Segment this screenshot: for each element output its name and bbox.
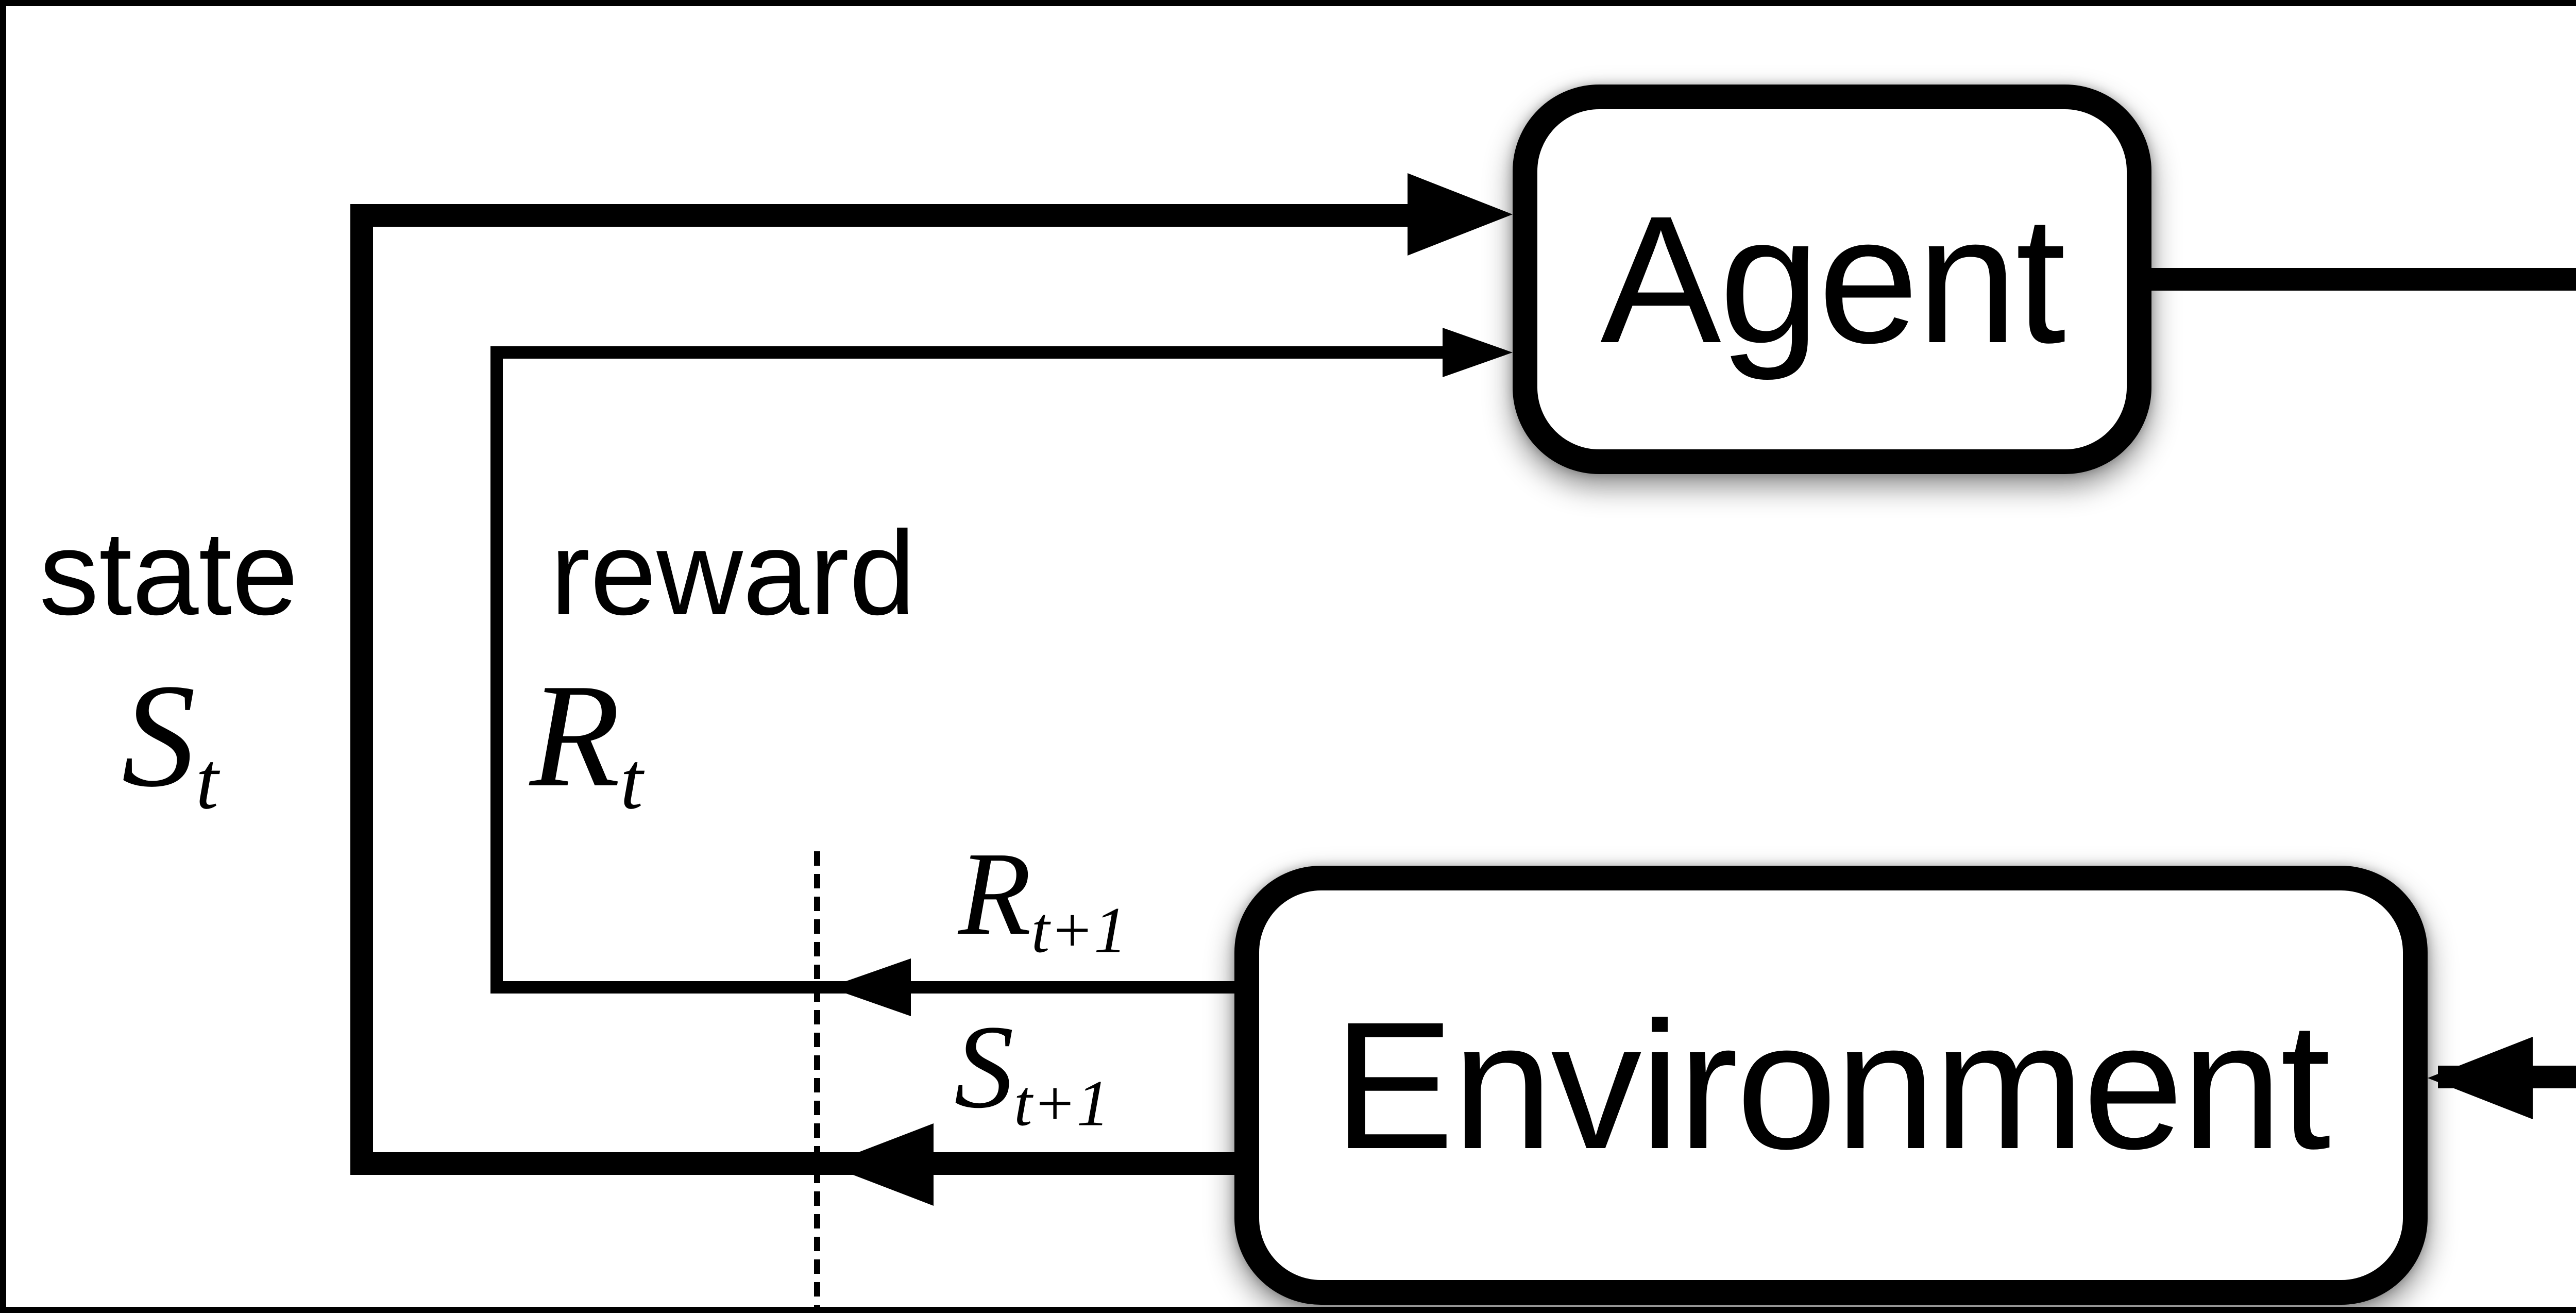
action-arrowhead-into-environment-icon xyxy=(2428,1037,2533,1119)
state-line-top xyxy=(350,204,1414,227)
next-state-symbol-label: St+1 xyxy=(954,1007,1110,1140)
environment-node: Environment xyxy=(1234,866,2428,1305)
next-state-symbol: S xyxy=(954,1000,1014,1134)
next-state-arrowhead-icon xyxy=(826,1123,934,1206)
state-arrowhead-into-agent-icon xyxy=(1408,173,1513,256)
next-state-line xyxy=(350,1152,1234,1175)
reward-line-top xyxy=(490,346,1447,359)
state-symbol-subscript: t xyxy=(196,736,218,827)
state-word-label: state xyxy=(39,507,298,641)
action-line-top xyxy=(2151,268,2576,291)
next-reward-symbol-label: Rt+1 xyxy=(958,834,1127,967)
reward-word-label: reward xyxy=(550,507,916,641)
agent-node: Agent xyxy=(1513,85,2151,474)
time-step-boundary-dashed-line xyxy=(814,851,820,1307)
reward-arrowhead-into-agent-icon xyxy=(1443,328,1513,377)
reward-symbol: R xyxy=(530,653,620,818)
agent-label: Agent xyxy=(1600,176,2066,380)
state-line-vertical xyxy=(350,204,373,1175)
next-reward-arrowhead-icon xyxy=(828,958,911,1016)
reward-symbol-subscript: t xyxy=(620,736,643,827)
state-symbol: S xyxy=(122,653,196,818)
environment-label: Environment xyxy=(1333,982,2331,1186)
reward-line-vertical xyxy=(490,346,503,994)
next-reward-symbol: R xyxy=(958,827,1031,961)
next-reward-symbol-subscript: t+1 xyxy=(1031,894,1127,967)
next-state-symbol-subscript: t+1 xyxy=(1014,1067,1110,1140)
state-symbol-label: St xyxy=(122,662,218,824)
reward-symbol-label: Rt xyxy=(530,662,643,824)
